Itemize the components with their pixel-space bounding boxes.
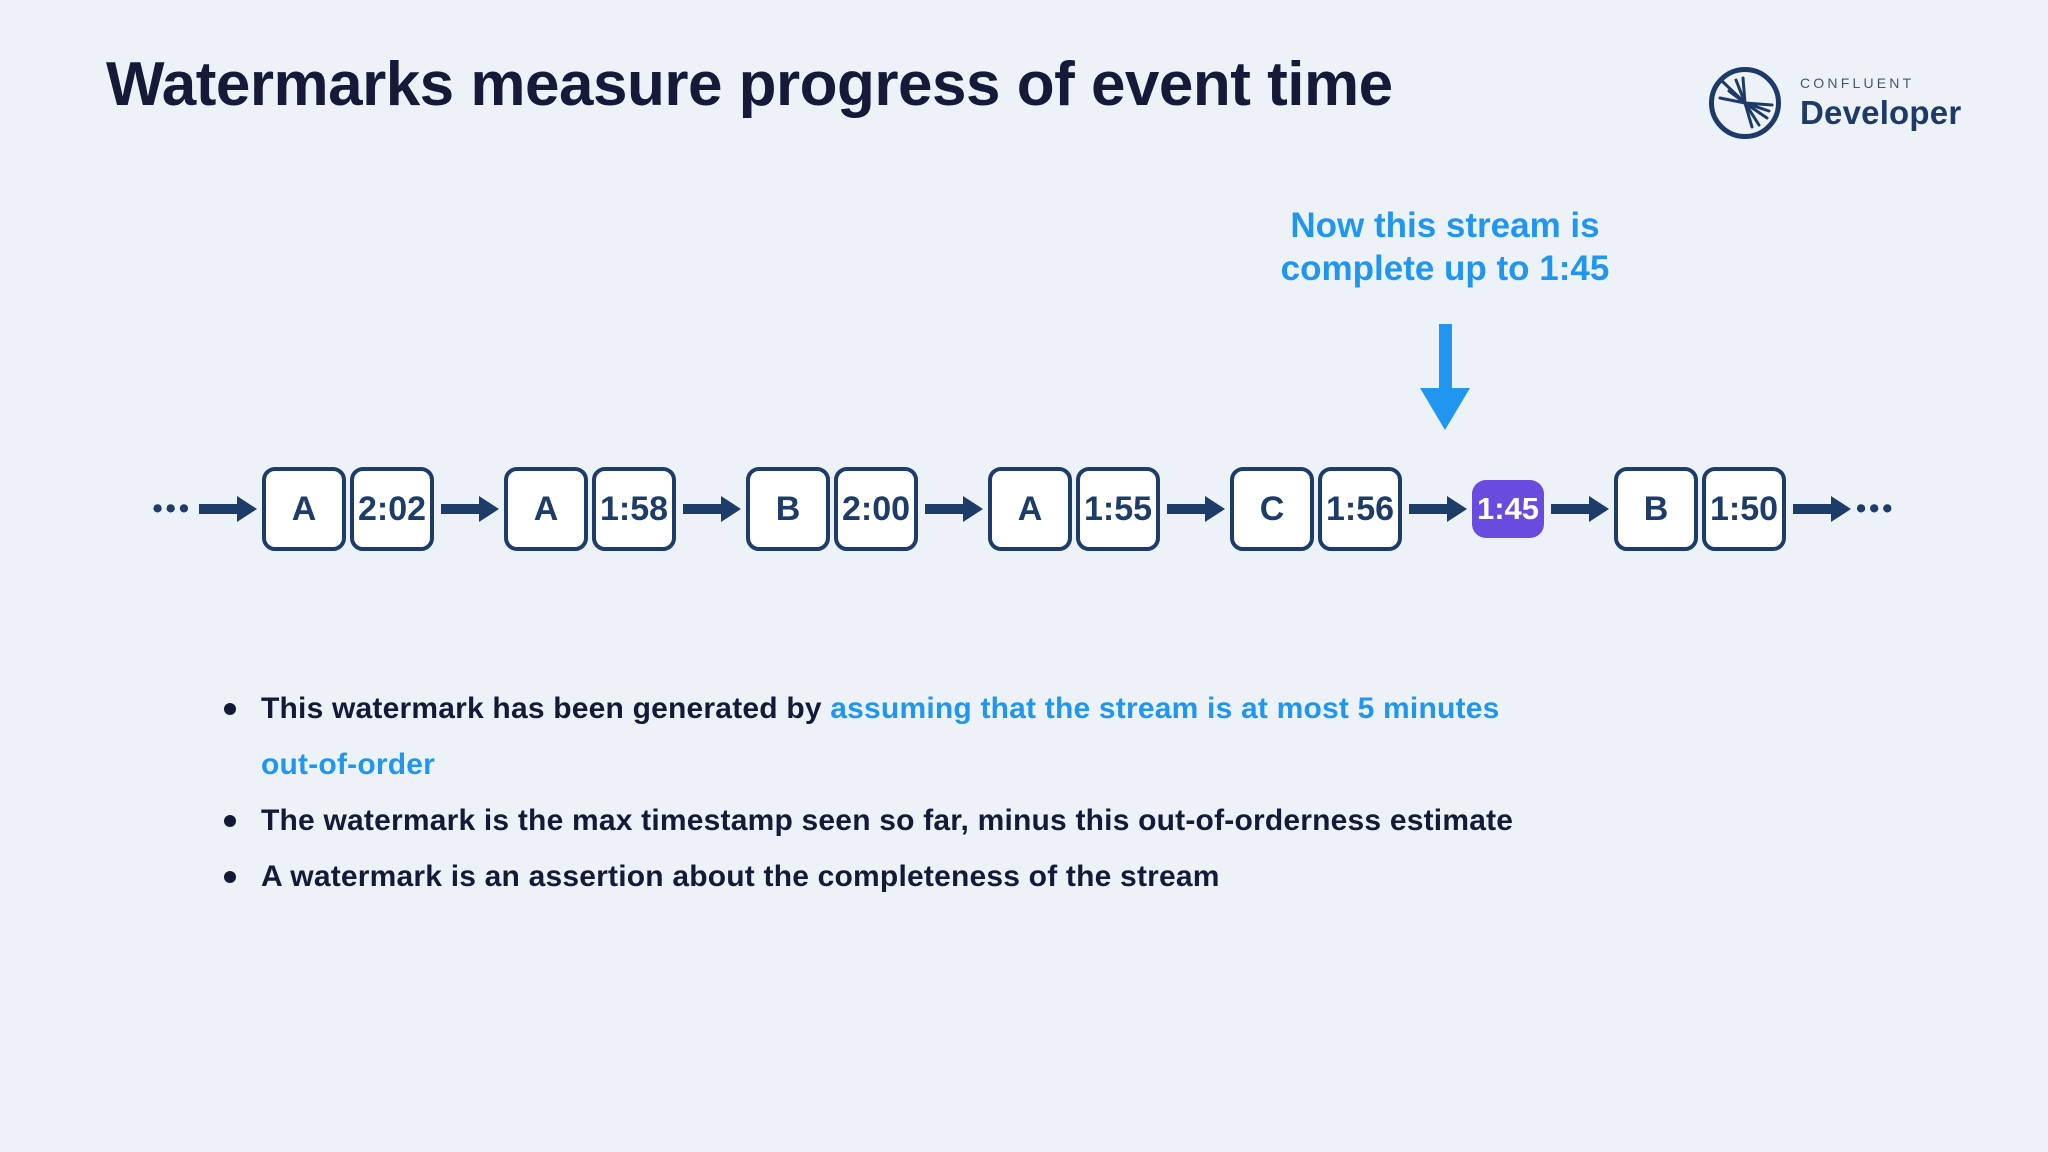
event-key-box: B [1614,467,1698,551]
logo-text: CONFLUENT Developer [1800,66,1961,140]
event-record: B 2:00 [746,467,918,551]
leading-ellipsis-icon: ••• [152,493,192,525]
event-key-box: B [746,467,830,551]
down-arrow-icon [1420,324,1470,430]
event-key-box: A [988,467,1072,551]
bullet-item: A watermark is an assertion about the co… [224,849,1904,905]
bullet-text: This watermark has been generated by ass… [261,681,1499,793]
event-time-box: 2:02 [350,467,434,551]
arrow-icon [199,504,237,514]
bullet-text-segment: A watermark is an assertion about the co… [261,860,1220,893]
arrow-icon [925,504,963,514]
confluent-starburst-icon [1709,67,1781,139]
confluent-developer-logo: CONFLUENT Developer [1708,66,1961,140]
bullet-text-segment: This watermark has been generated by [261,692,831,725]
bullet-dot-icon [224,815,236,827]
event-key-box: A [262,467,346,551]
stream-complete-callout: Now this stream is complete up to 1:45 [1281,204,1610,290]
bullet-list: This watermark has been generated by ass… [224,681,1904,905]
bullet-text-segment-highlight: assuming that the stream is at most 5 mi… [830,692,1500,725]
bullet-text-segment: The watermark is the max timestamp seen … [261,804,1514,837]
logo-brand-text: CONFLUENT [1800,74,1915,91]
event-time-box: 2:00 [834,467,918,551]
arrow-icon [1793,504,1831,514]
event-time-box: 1:56 [1318,467,1402,551]
bullet-dot-icon [224,871,236,883]
event-time-box: 1:58 [592,467,676,551]
event-record: A 2:02 [262,467,434,551]
event-time-box: 1:50 [1702,467,1786,551]
arrow-icon [441,504,479,514]
event-record: C 1:56 [1230,467,1402,551]
watermark-box: 1:45 [1472,480,1544,538]
bullet-item: The watermark is the max timestamp seen … [224,793,1904,849]
event-record: A 1:55 [988,467,1160,551]
arrow-icon [1409,504,1447,514]
event-key-box: A [504,467,588,551]
down-arrow-head [1420,388,1470,430]
event-key-box: C [1230,467,1314,551]
logo-product-text: Developer [1800,93,1962,131]
bullet-text: A watermark is an assertion about the co… [261,849,1220,905]
arrow-icon [1167,504,1205,514]
callout-line-1: Now this stream is [1290,206,1600,245]
bullet-text: The watermark is the max timestamp seen … [261,793,1513,849]
bullet-dot-icon [224,703,236,715]
event-stream: ••• A 2:02 A 1:58 B 2:00 A 1:55 C 1:56 1… [0,467,2048,551]
callout-line-2: complete up to 1:45 [1280,249,1610,288]
arrow-icon [1551,504,1589,514]
event-record: B 1:50 [1614,467,1786,551]
arrow-icon [683,504,721,514]
page-title: Watermarks measure progress of event tim… [106,50,1393,119]
down-arrow-stem [1438,324,1452,388]
event-time-box: 1:55 [1076,467,1160,551]
trailing-ellipsis-icon: ••• [1856,493,1896,525]
event-record: A 1:58 [504,467,676,551]
bullet-text-segment-highlight: out-of-order [261,748,436,781]
bullet-item: This watermark has been generated by ass… [224,681,1904,793]
